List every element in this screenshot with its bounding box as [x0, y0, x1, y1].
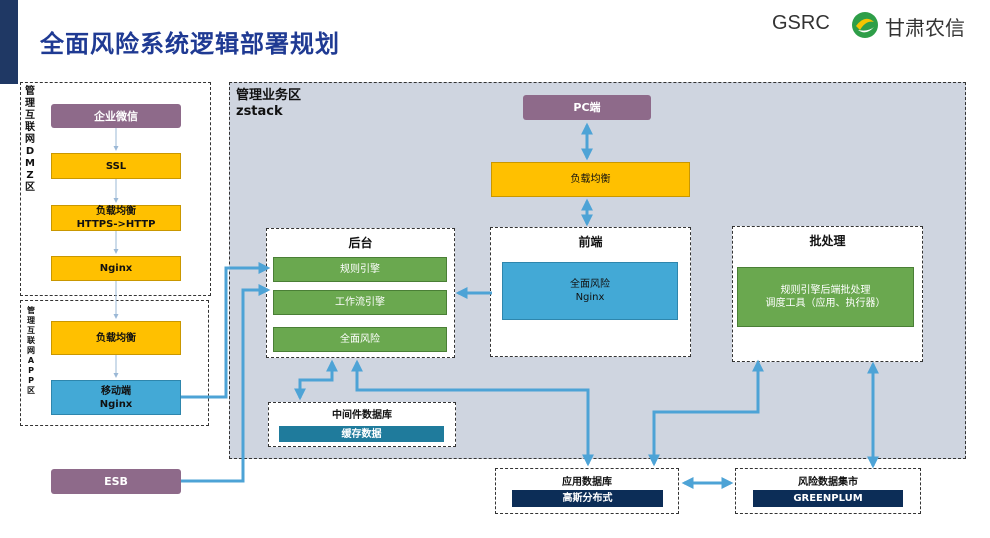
node-business-load-balancer: 负载均衡	[491, 162, 690, 197]
node-dmz-load-balancer-label: 负载均衡	[96, 206, 136, 217]
node-scheduler-label: 调度工具（应用、执行器）	[765, 298, 886, 309]
node-mobile-nginx: 移动端 Nginx	[51, 380, 181, 415]
zone-app-db-label: 应用数据库	[562, 477, 612, 488]
page-title: 全面风险系统逻辑部署规划	[40, 30, 340, 58]
logo-icon	[852, 12, 878, 38]
node-workflow-engine: 工作流引擎	[273, 290, 447, 315]
node-mobile-nginx-label: Nginx	[99, 398, 133, 410]
node-pc: PC端	[523, 95, 651, 120]
zone-middleware-label: 中间件数据库	[332, 410, 392, 421]
node-ssl: SSL	[51, 153, 181, 179]
node-frontend-nginx-label: Nginx	[575, 292, 605, 303]
logo-cn-text: 甘肃农信	[885, 16, 965, 40]
node-rule-engine: 规则引擎	[273, 257, 447, 282]
node-dmz-nginx: Nginx	[51, 256, 181, 281]
zone-dmz-label: 管理互联网DMZ区	[25, 86, 35, 193]
node-dmz-load-balancer-protocol: HTTPS->HTTP	[76, 219, 156, 230]
node-enterprise-wechat: 企业微信	[51, 104, 181, 128]
node-dmz-load-balancer: 负载均衡 HTTPS->HTTP	[51, 205, 181, 231]
zone-business-label: 管理业务区	[236, 88, 302, 103]
header-accent-bar	[0, 0, 18, 84]
zone-batch-label: 批处理	[809, 234, 846, 248]
node-frontend-nginx: 全面风险 Nginx	[502, 262, 678, 320]
node-gauss-distributed: 高斯分布式	[512, 490, 663, 507]
node-cache-data: 缓存数据	[279, 426, 444, 442]
node-app-load-balancer: 负载均衡	[51, 321, 181, 355]
node-frontend-label: 全面风险	[570, 279, 610, 290]
node-batch-label: 规则引擎后端批处理	[780, 285, 871, 296]
node-mobile-label: 移动端	[101, 385, 131, 397]
zone-business-platform: zstack	[236, 104, 283, 119]
zone-frontend-label: 前端	[578, 235, 603, 249]
logo-text: GSRC	[772, 12, 830, 34]
zone-app-label: 管理互联网APP区	[27, 306, 35, 395]
node-batch-scheduler: 规则引擎后端批处理 调度工具（应用、执行器）	[737, 267, 914, 327]
zone-backend-label: 后台	[348, 236, 373, 250]
node-greenplum: GREENPLUM	[753, 490, 903, 507]
zone-risk-mart-label: 风险数据集市	[798, 477, 858, 488]
node-esb: ESB	[51, 469, 181, 494]
node-backend-full-risk: 全面风险	[273, 327, 447, 352]
